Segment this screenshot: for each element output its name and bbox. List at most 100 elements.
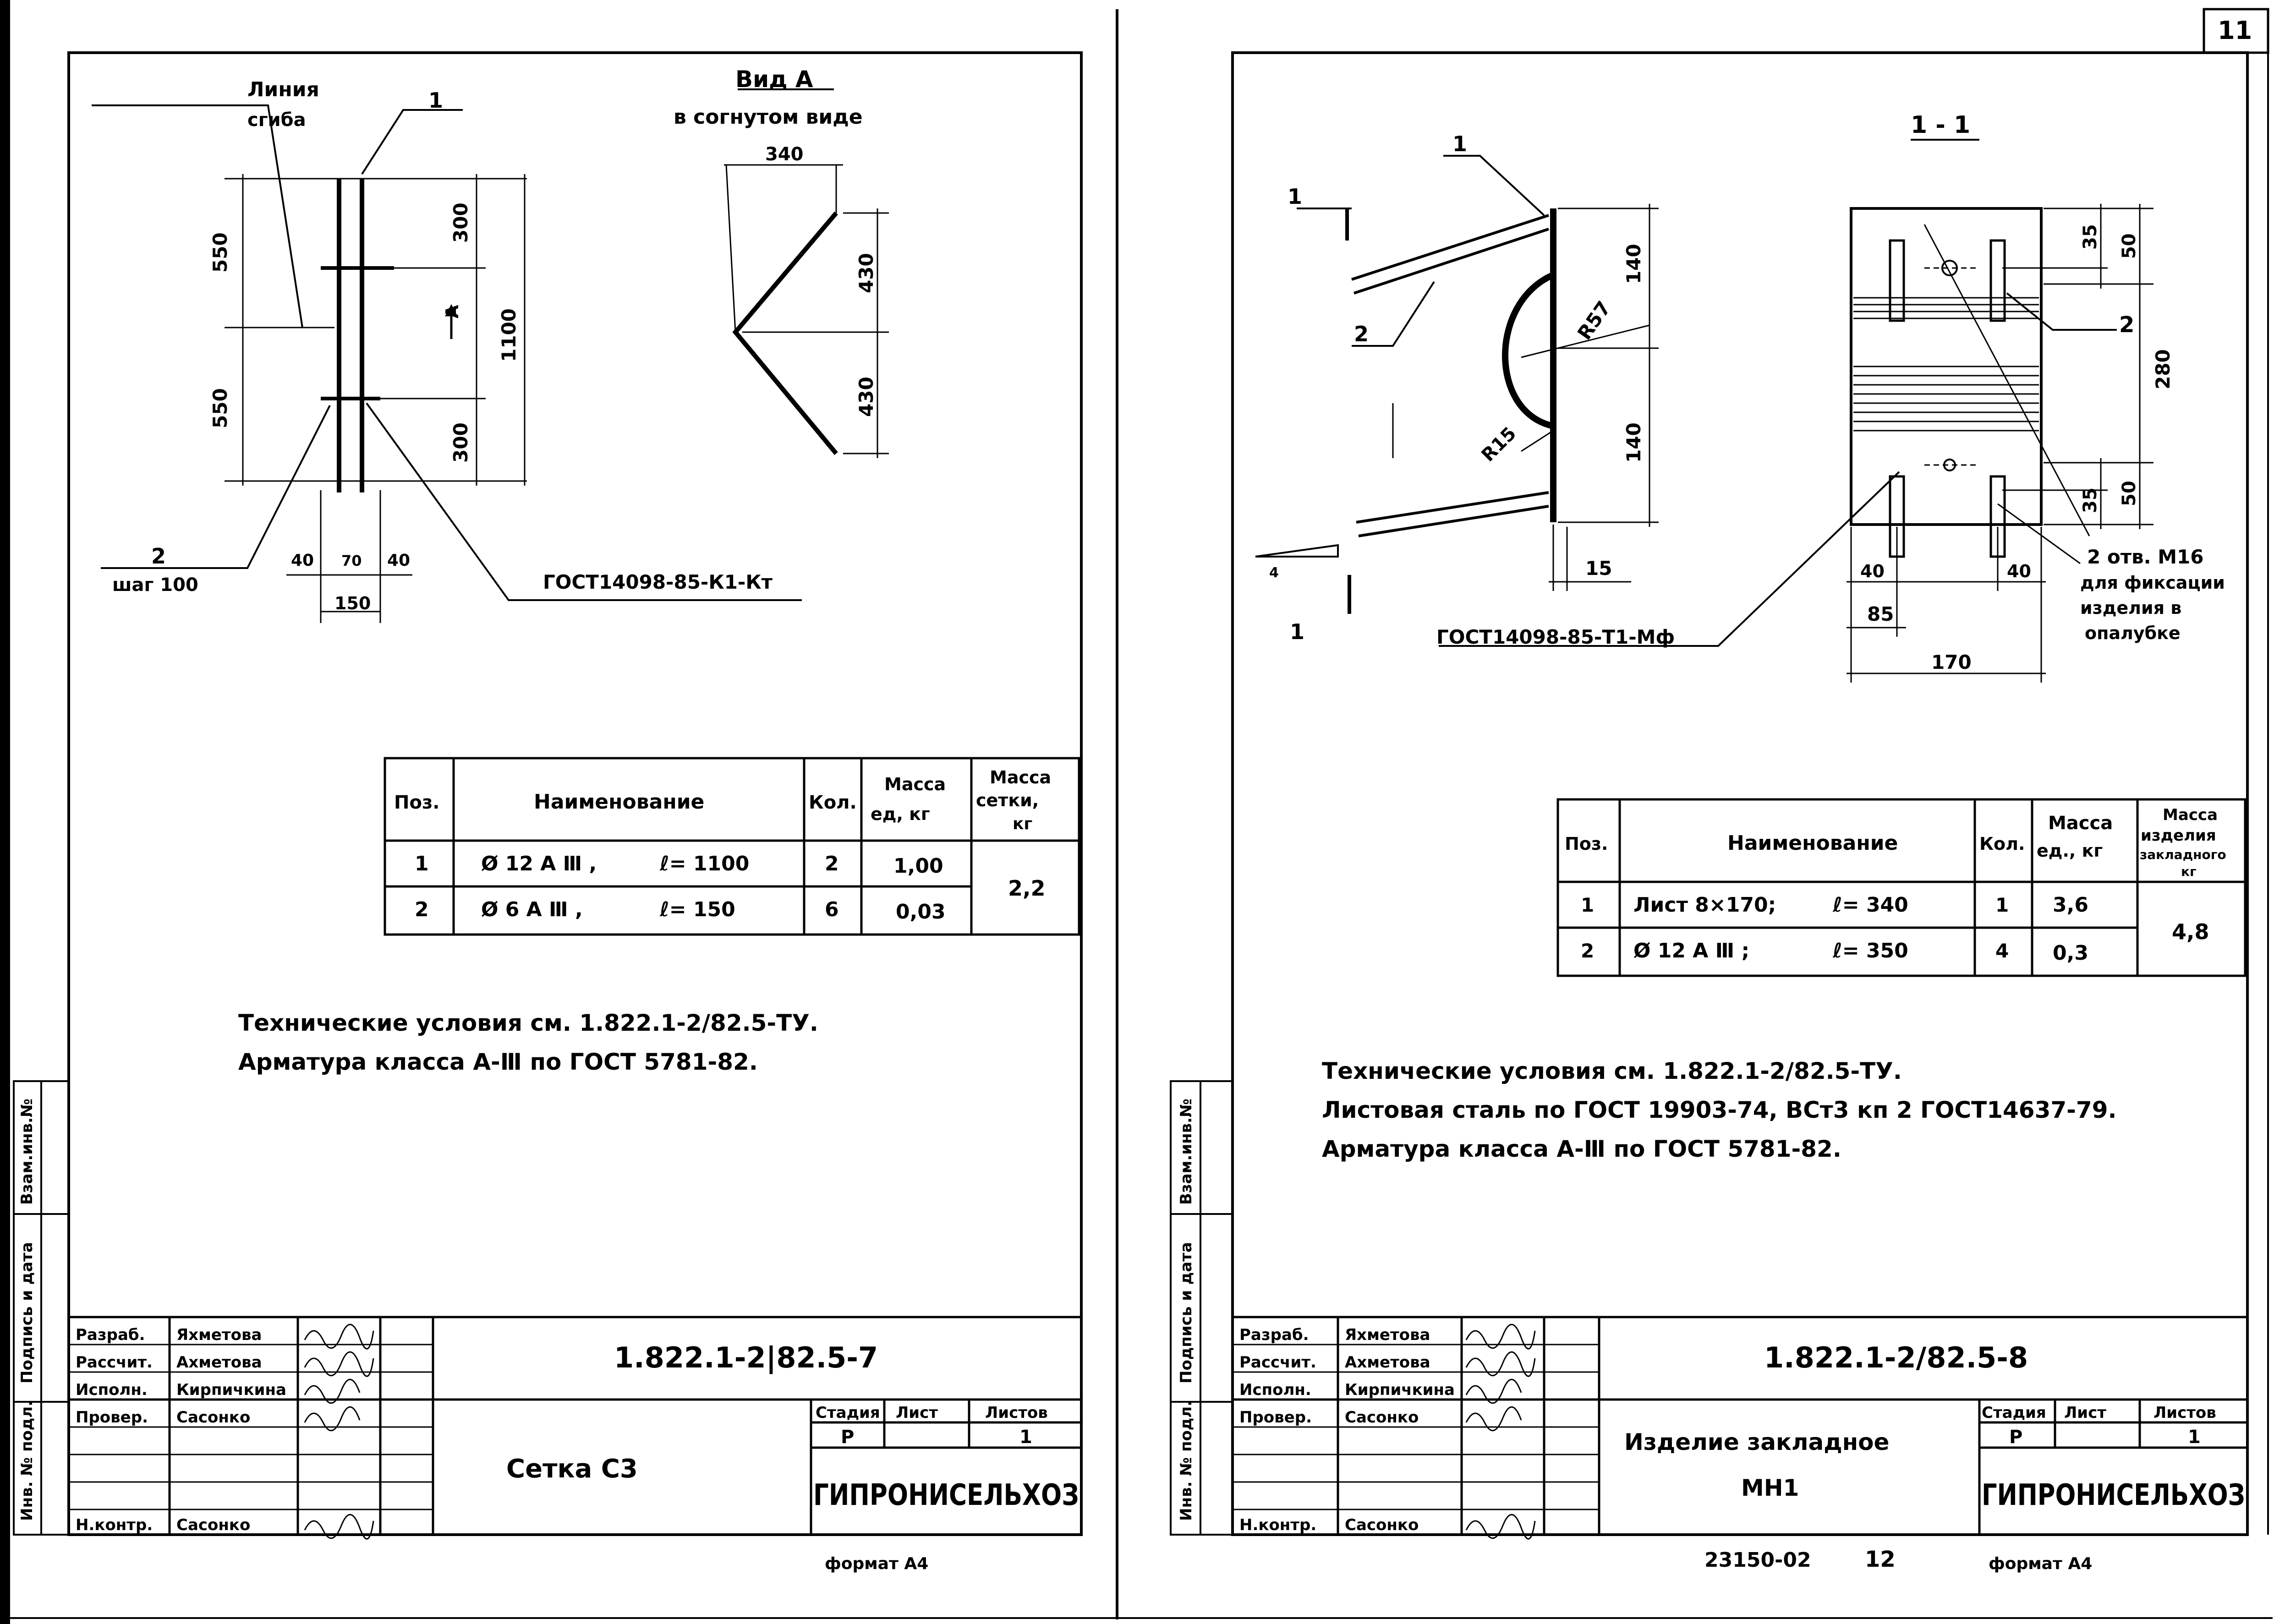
embed-note-3: Арматура класса А-Ⅲ по ГОСТ 5781-82. xyxy=(1322,1136,1841,1162)
mesh-pos1-label: 1 xyxy=(428,88,443,113)
right-side-replace-label: Взам.инв.№ xyxy=(1177,1099,1195,1205)
mesh-spec-r1-pos: 1 xyxy=(415,852,429,875)
mesh-note-1: Технические условия см. 1.822.1-2/82.5-Т… xyxy=(238,1010,818,1036)
dim-35-top: 35 xyxy=(2080,224,2101,250)
mesh-drawing xyxy=(92,104,802,623)
section-title: 1 - 1 xyxy=(1911,111,1970,139)
r-stamp-role-norm-control: Н.контр. xyxy=(1239,1516,1316,1534)
left-doc-number: 1.822.1-2|82.5-7 xyxy=(614,1341,878,1375)
mesh-spec-h-mass3: Масса xyxy=(990,767,1051,787)
view-a-dim1: 430 xyxy=(855,253,877,293)
mesh-pos2-label: 2 xyxy=(151,544,166,569)
embed-spec-r1-len: ℓ= 340 xyxy=(1832,893,1908,917)
mesh-spec-total: 2,2 xyxy=(1008,876,1046,901)
mesh-spec-h-pos: Поз. xyxy=(394,792,439,813)
dim-50-top: 50 xyxy=(2119,233,2140,259)
bend-line-label: Линия xyxy=(247,78,319,101)
left-format: формат А4 xyxy=(825,1554,928,1573)
embed-pos1-label: 1 xyxy=(1452,131,1467,156)
right-stage-header: Стадия xyxy=(1982,1404,2046,1422)
mesh-gost-label: ГОСТ14098-85-К1-Кт xyxy=(543,571,773,593)
signature-marks xyxy=(304,1323,374,1540)
mesh-spec-h-mass5: кг xyxy=(1013,815,1032,833)
left-sheets-value: 1 xyxy=(1019,1427,1032,1448)
mesh-spec-r2-name: Ø 6 А Ⅲ , xyxy=(481,898,583,921)
section-view xyxy=(1847,204,2153,683)
r-stamp-name-3: Кирпичкина xyxy=(1345,1381,1455,1399)
embed-spec-r2-len: ℓ= 350 xyxy=(1832,939,1908,962)
arrow-a-label: А xyxy=(442,305,462,318)
mesh-spec-r1-len: ℓ= 1100 xyxy=(659,852,749,875)
r-stamp-role-checker: Провер. xyxy=(1239,1408,1312,1427)
embed-note-2: Листовая сталь по ГОСТ 19903-74, ВСт3 кп… xyxy=(1322,1097,2117,1123)
stamp-name-1: Яхметова xyxy=(176,1326,262,1344)
mesh-spec-h-mass2: ед, кг xyxy=(871,804,930,824)
right-organization: ГИПРОНИСЕЛЬХОЗ xyxy=(1982,1478,2245,1512)
archive-number: 23150-02 xyxy=(1704,1548,1811,1572)
cut-mark-top: 1 xyxy=(1288,184,1302,209)
dim-280: 280 xyxy=(2152,349,2174,389)
embed-spec-table xyxy=(1556,798,2247,977)
section-pos2-label: 2 xyxy=(2119,312,2134,338)
view-a-title: Вид А xyxy=(735,66,813,93)
dim-85: 85 xyxy=(1867,603,1894,625)
mesh-spec-r2-pos: 2 xyxy=(415,898,429,921)
right-drawing-title-1: Изделие закладное xyxy=(1624,1429,1889,1455)
stamp-role-checker: Провер. xyxy=(76,1408,148,1427)
bend-line-label-2: сгиба xyxy=(247,109,306,131)
r-stamp-role-developer: Разраб. xyxy=(1239,1326,1309,1344)
dim-170: 170 xyxy=(1931,651,1972,673)
stamp-name-4: Сасонко xyxy=(176,1408,250,1427)
embed-spec-r2-name: Ø 12 А Ⅲ ; xyxy=(1633,939,1749,962)
embed-spec-r1-qty: 1 xyxy=(1995,894,2009,916)
left-stage-value: Р xyxy=(841,1427,854,1448)
left-sheet: Инв. № подл. Подпись и дата Взам.инв.№ xyxy=(13,51,1083,1573)
dim-550-bottom: 550 xyxy=(209,388,231,428)
mesh-spec-r2-len: ℓ= 150 xyxy=(659,898,735,921)
embed-spec-h-mass3: Масса xyxy=(2163,806,2218,824)
embed-spec-h-mass6: кг xyxy=(2181,864,2197,879)
embed-spec-h-pos: Поз. xyxy=(1565,834,1608,854)
r-stamp-name-2: Ахметова xyxy=(1345,1353,1430,1372)
embed-spec-r2-qty: 4 xyxy=(1995,940,2009,962)
embed-spec-h-qty: Кол. xyxy=(1979,834,2025,854)
embed-gost-label: ГОСТ14098-85-Т1-Мф xyxy=(1436,626,1675,648)
dim-300-bottom: 300 xyxy=(449,422,472,463)
dim-70: 70 xyxy=(341,552,362,569)
holes-note-1: для фиксации xyxy=(2080,573,2225,593)
embed-spec-r1-mass: 3,6 xyxy=(2053,893,2088,917)
stamp-name-3: Кирпичкина xyxy=(176,1381,286,1399)
embedded-part-side-view xyxy=(1255,155,1900,647)
view-a-subtitle: в согнутом виде xyxy=(674,105,863,129)
mesh-spec-h-mass4: сетки, xyxy=(976,790,1039,810)
mesh-spec-h-name: Наименование xyxy=(534,790,704,814)
mesh-spec-r1-mass: 1,00 xyxy=(893,854,943,878)
embed-spec-h-name: Наименование xyxy=(1727,831,1898,855)
dim-35-bottom: 35 xyxy=(2080,487,2101,513)
mesh-spec-r1-name: Ø 12 А Ⅲ , xyxy=(481,852,597,875)
mesh-spec-r2-qty: 6 xyxy=(825,898,839,921)
embed-spec-total: 4,8 xyxy=(2172,919,2209,944)
page-number: 11 xyxy=(2218,16,2252,45)
holes-note-2: изделия в xyxy=(2080,598,2181,618)
left-sheets-header: Листов xyxy=(985,1404,1048,1422)
embed-spec-h-mass2: ед., кг xyxy=(2037,841,2103,861)
mesh-spec-h-qty: Кол. xyxy=(809,792,857,813)
dim-40-right-section: 40 xyxy=(2007,561,2031,581)
left-drawing-title: Сетка С3 xyxy=(506,1454,638,1484)
right-format: формат А4 xyxy=(1989,1554,2092,1573)
embed-spec-h-mass5: закладного xyxy=(2140,847,2226,862)
stamp-role-norm-control: Н.контр. xyxy=(76,1516,153,1534)
embed-spec-r1-pos: 1 xyxy=(1581,894,1594,916)
dim-40-right: 40 xyxy=(387,551,410,570)
right-sheet: 11 Инв. № подл. Подпись и дата Взам.инв.… xyxy=(1170,8,2269,1573)
embed-spec-r1-name: Лист 8×170; xyxy=(1633,893,1776,917)
radius-15-label: R15 xyxy=(1478,423,1521,466)
radius-57-label: R57 xyxy=(1573,297,1615,344)
mesh-spec-r1-qty: 2 xyxy=(825,852,839,875)
embed-spec-h-mass1: Масса xyxy=(2048,813,2113,834)
right-doc-number: 1.822.1-2/82.5-8 xyxy=(1764,1341,2028,1374)
r-stamp-name-5: Сасонко xyxy=(1345,1516,1419,1534)
r-stamp-role-calculator: Рассчит. xyxy=(1239,1353,1316,1372)
